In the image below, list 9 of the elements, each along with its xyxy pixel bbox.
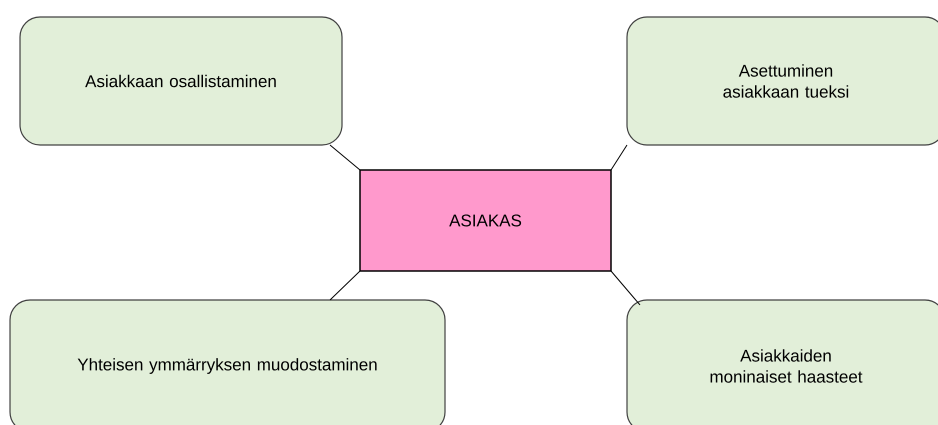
rounded-box: Asiakkaiden moninaiset haasteet: [626, 299, 938, 425]
connector-line: [330, 270, 360, 300]
rounded-box: Asettuminen asiakkaan tueksi: [626, 16, 938, 146]
center-box: ASIAKAS: [359, 169, 612, 272]
connector-line: [610, 144, 628, 170]
connector-line: [330, 144, 360, 170]
rounded-box: Asiakkaan osallistaminen: [19, 16, 343, 146]
rounded-box: Yhteisen ymmärryksen muodostaminen: [9, 299, 446, 425]
connector-line: [610, 270, 640, 306]
